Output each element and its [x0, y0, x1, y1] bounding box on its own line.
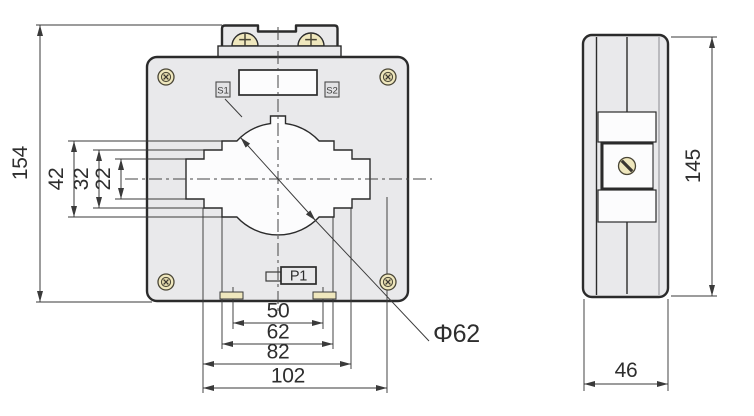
mounting-tab-right: [312, 291, 337, 300]
dim-side-depth: 46: [583, 299, 669, 391]
corner-screw-bottom-left: [157, 273, 175, 291]
dim-22-label: 22: [92, 168, 115, 191]
side-panel-top: [597, 111, 657, 143]
terminal-base-strip: [217, 45, 342, 58]
dim-46-label: 46: [615, 359, 638, 382]
left-extension-lines: [68, 140, 222, 218]
terminal-screw-left: [231, 32, 259, 47]
dim-overall-height: 154: [9, 24, 222, 303]
corner-screw-top-right: [379, 68, 397, 86]
s1-text: S1: [217, 86, 229, 97]
dim-62-label: 62: [267, 321, 290, 344]
corner-screw-bottom-right: [379, 273, 397, 291]
dim-window-height-mid: 32: [70, 150, 102, 208]
s1-label: S1: [215, 81, 231, 98]
p1-label: P1: [265, 266, 317, 285]
dim-42-label: 42: [45, 168, 68, 191]
mounting-tab-left: [219, 291, 244, 300]
s2-label: S2: [324, 81, 340, 98]
dim-side-height: 145: [671, 36, 717, 297]
dim-window-height-outer: 42: [45, 141, 77, 217]
side-panel-bottom: [597, 189, 657, 223]
corner-screws: [157, 68, 397, 291]
aperture-diameter-dim: Φ62: [240, 137, 480, 348]
dim-102-label: 102: [271, 365, 305, 388]
dim-tab-spacing: 50: [233, 300, 323, 326]
p1-text: P1: [290, 269, 307, 285]
terminal-screw-right: [297, 32, 325, 47]
plus-mark-icon: [239, 33, 251, 46]
front-view: S1 S2 P1: [9, 24, 480, 393]
aperture-diameter-label: Φ62: [433, 320, 480, 348]
s2-text: S2: [326, 86, 338, 97]
corner-screw-top-left: [157, 68, 175, 86]
dim-width-102: 102: [203, 365, 387, 391]
side-view: 145 46: [581, 33, 717, 391]
dim-50-label: 50: [267, 300, 290, 323]
dim-width-62: 62: [222, 321, 333, 347]
dim-32-label: 32: [70, 168, 93, 191]
plus-mark-icon: [305, 33, 317, 46]
dim-width-82: 82: [203, 341, 351, 367]
side-terminal-screw: [617, 156, 637, 176]
s1-leader-line: [224, 98, 243, 118]
dim-82-label: 82: [267, 341, 290, 364]
dim-window-height-inner: 22: [92, 159, 124, 199]
dim-overall-height-label: 154: [9, 145, 32, 180]
dim-145-label: 145: [682, 149, 705, 183]
